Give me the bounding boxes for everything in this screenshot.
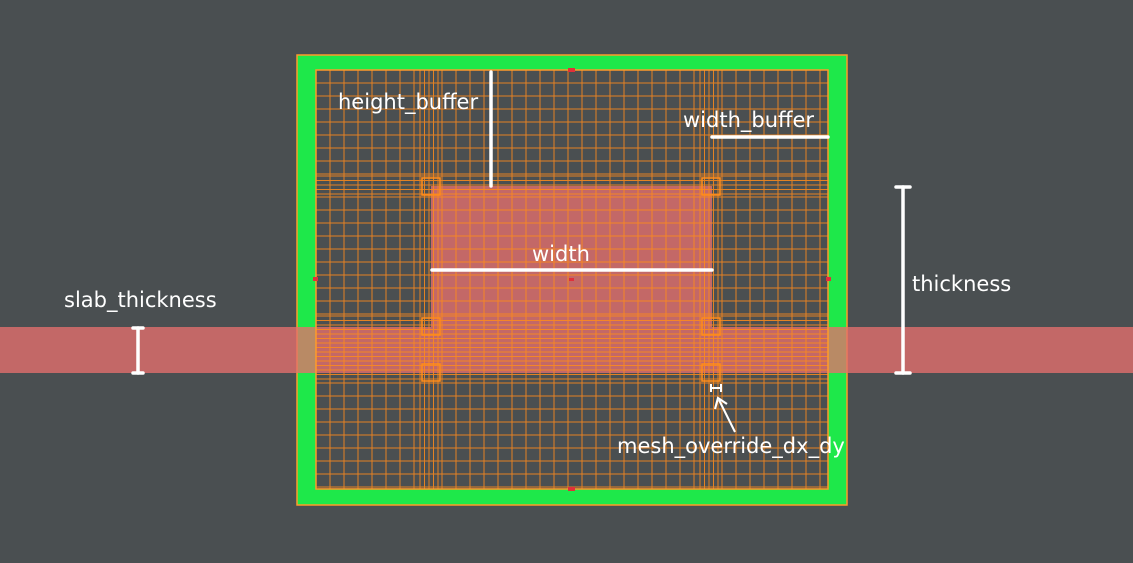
height-buffer-label: height_buffer [338,90,479,114]
mesh-override-markers [421,177,721,382]
boundary-marker-bottom [568,487,575,491]
mesh-override-square [421,363,441,382]
boundary-marker-top [568,68,575,72]
center-marker [569,278,574,281]
mesh-override-indicator [710,384,736,433]
mesh-override-square [421,177,441,196]
boundary-marker-left [313,277,318,281]
slab-thickness-label: slab_thickness [64,288,217,312]
width-label: width [532,242,590,266]
mesh-override-square [701,317,721,336]
width-buffer-label: width_buffer [683,108,815,132]
mesh-override-label: mesh_override_dx_dy [617,434,845,458]
dimension-lines [131,70,912,375]
mesh-override-arrow-head [713,396,728,410]
mesh-override-square [421,317,441,336]
thickness-label: thickness [912,272,1012,296]
boundary-markers [313,68,831,491]
boundary-marker-right [826,277,831,281]
mesh-override-square [701,177,721,196]
mesh-override-square [701,363,721,382]
mesh-override-arrow-line [718,399,736,433]
